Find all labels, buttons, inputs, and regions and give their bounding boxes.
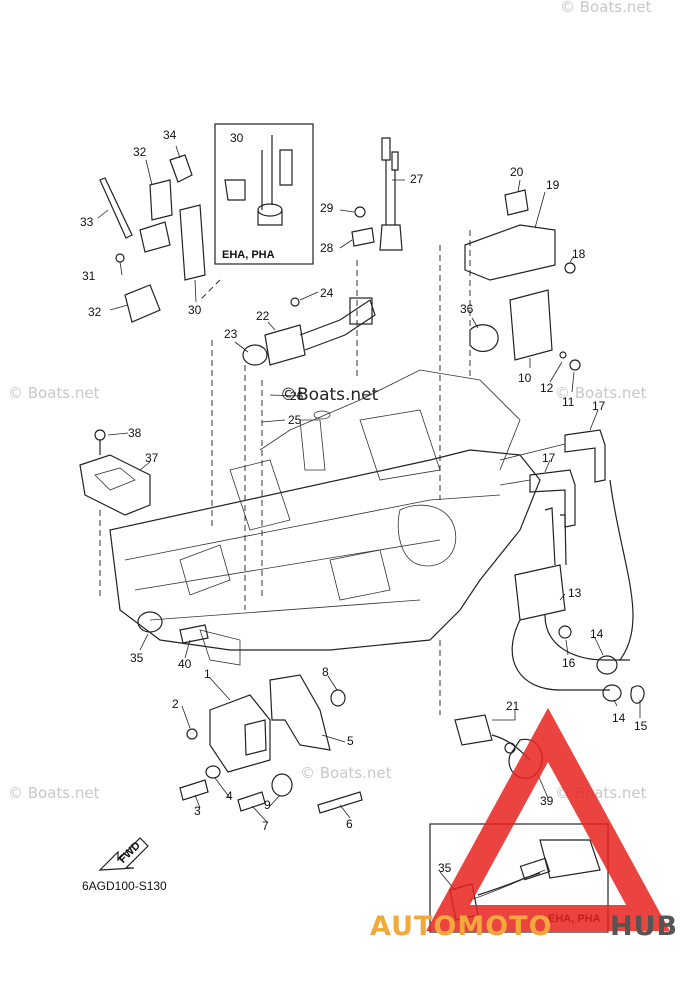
callout: 22	[256, 309, 270, 323]
watermark: © Boats.net	[555, 384, 647, 402]
watermark: © Boats.net	[8, 384, 100, 402]
callout: 3	[194, 804, 201, 818]
callout: 39	[540, 794, 554, 808]
engine-block	[109, 369, 541, 666]
watermark: © Boats.net	[8, 784, 100, 802]
wire-connector	[242, 297, 376, 366]
callout: 40	[178, 657, 192, 671]
callout: 6	[346, 817, 353, 831]
callout: 35	[438, 861, 452, 875]
callout: 36	[460, 302, 474, 316]
cdi-unit	[179, 674, 363, 814]
callout: 21	[506, 699, 520, 713]
brand-part1: AUTOMOTO	[370, 911, 553, 942]
callout: 30	[230, 131, 244, 145]
callout: 13	[568, 586, 582, 600]
callouts: 34 32 33 31 32 30 30 27 29 28 20 19 18 2…	[80, 128, 648, 875]
callout: 18	[572, 247, 586, 261]
ignition-coil	[511, 479, 645, 704]
center-watermark: ©Boats.net	[280, 385, 379, 405]
leader-lines	[97, 145, 641, 891]
inset-caption: EHA, PHA	[222, 249, 275, 261]
watermark: © Boats.net	[560, 0, 652, 16]
plug-caps	[499, 429, 606, 528]
rectifier-regulator	[464, 189, 581, 371]
callout: 38	[128, 426, 142, 440]
grommet-35	[137, 611, 209, 644]
callout: 16	[562, 656, 576, 670]
callout: 28	[320, 241, 334, 255]
brand-wordmark: AUTOMOTO HUB	[370, 911, 678, 942]
fwd-label: FWD	[117, 840, 143, 866]
callout: 5	[347, 734, 354, 748]
callout: 26	[290, 389, 304, 403]
diagram-code: 6AGD100-S130	[82, 879, 167, 893]
callout: 33	[80, 215, 94, 229]
callout: 14	[612, 711, 626, 725]
callout: 32	[88, 305, 102, 319]
watermark: © Boats.net	[300, 764, 392, 782]
callout: 17	[542, 451, 556, 465]
callout: 35	[130, 651, 144, 665]
callout: 30	[188, 303, 202, 317]
callout: 4	[226, 789, 233, 803]
callout: 25	[288, 413, 302, 427]
callout: 7	[262, 819, 269, 833]
callout: 14	[590, 627, 604, 641]
callout: 24	[320, 286, 334, 300]
callout: 27	[410, 172, 424, 186]
callout: 10	[518, 371, 532, 385]
callout: 8	[322, 665, 329, 679]
callout: 11	[562, 395, 575, 409]
callout: 19	[546, 178, 560, 192]
callout: 17	[592, 399, 606, 413]
reference-lines	[99, 230, 471, 715]
bracket-37	[79, 429, 151, 516]
brand-logo-icon	[426, 707, 670, 931]
callout: 37	[145, 451, 159, 465]
callout: 23	[224, 327, 238, 341]
callout: 15	[634, 719, 648, 733]
brand-part2: HUB	[610, 911, 678, 942]
callout: 31	[82, 269, 96, 283]
callout: 1	[204, 667, 211, 681]
bracket-group	[99, 154, 206, 323]
fwd-arrow: FWD	[98, 837, 149, 871]
callout: 2	[172, 697, 179, 711]
callout: 32	[133, 145, 147, 159]
callout: 20	[510, 165, 524, 179]
inset-box-top: EHA, PHA	[214, 123, 314, 265]
sensor-lead	[351, 137, 403, 251]
callout: 12	[540, 381, 554, 395]
callout: 29	[320, 201, 334, 215]
callout: 34	[163, 128, 177, 142]
callout: 9	[264, 798, 271, 812]
